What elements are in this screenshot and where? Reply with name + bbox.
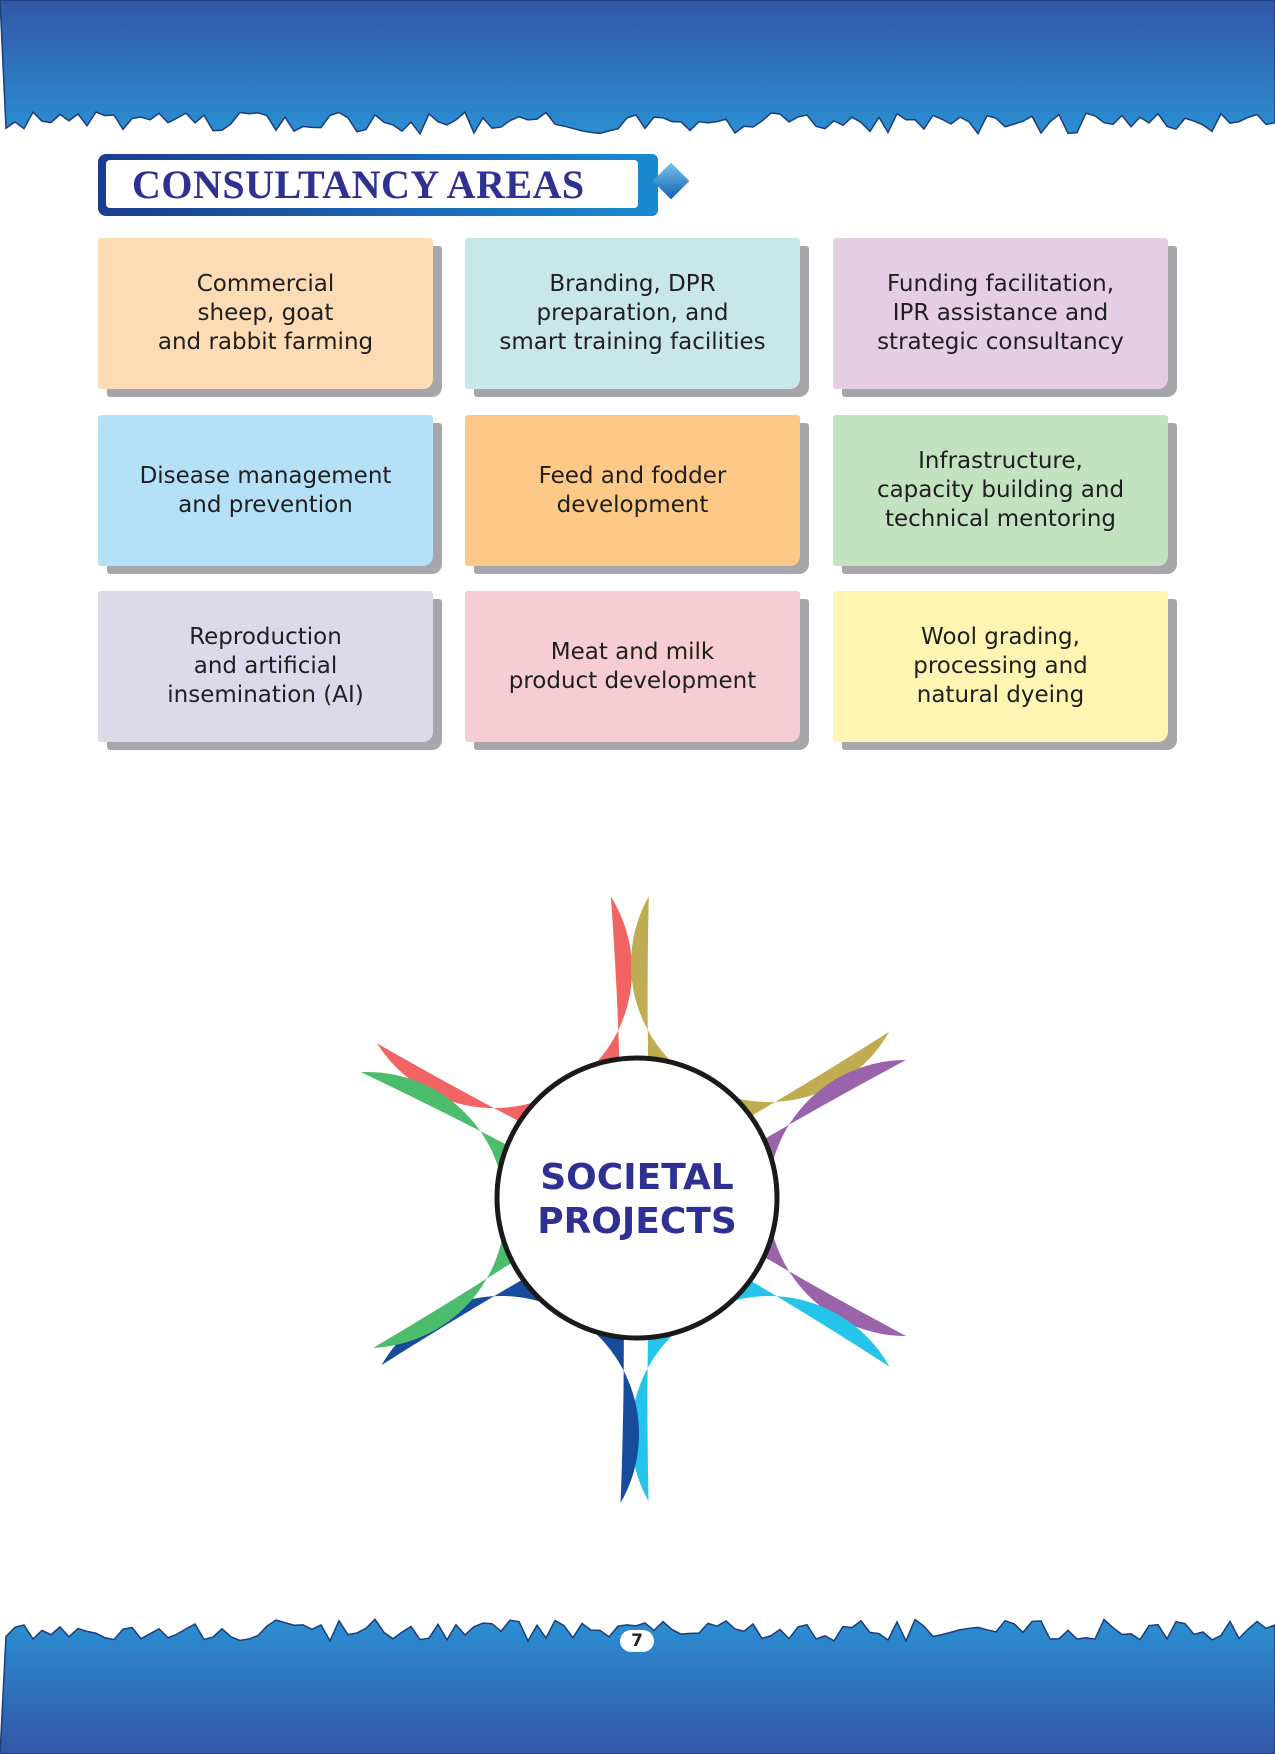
ragged-edge	[0, 1618, 1275, 1754]
consultancy-card: Branding, DPR preparation, and smart tra…	[465, 238, 800, 389]
consultancy-card: Infrastructure, capacity building and te…	[833, 415, 1168, 566]
petal-label: Scheduled Caste Sub Plan (SCSP/DAPSC)	[830, 1155, 994, 1268]
consultancy-card: Feed and fodder development	[465, 415, 800, 566]
bottom-banner	[0, 1618, 1275, 1754]
petal-label: Farmer First Project (FFP)	[729, 878, 811, 991]
consultancy-card: Wool grading, processing and natural dye…	[833, 591, 1168, 742]
consultancy-card: Reproduction and artificial insemination…	[98, 591, 433, 742]
consultancy-card: Commercial sheep, goat and rabbit farmin…	[98, 238, 433, 389]
section-title-box: CONSULTANCY AREAS	[98, 154, 658, 216]
ragged-edge	[0, 0, 1275, 136]
page-number: 7	[620, 1630, 654, 1652]
consultancy-card: Funding facilitation, IPR assistance and…	[833, 238, 1168, 389]
societal-projects-title: SOCIETAL PROJECTS	[537, 1157, 737, 1242]
consultancy-card: Meat and milk product development	[465, 591, 800, 742]
petal-label: Agri-Business Incubation Centre (ABIC)	[426, 1373, 582, 1486]
petal-label: All India Coordinated Research Project o…	[404, 869, 588, 1040]
center-circle	[494, 1055, 780, 1341]
petal-label: Tribal Sub Plan (TSP)	[712, 1394, 814, 1479]
petal-label: Network Project on Sheep Improvement (NW…	[280, 1133, 436, 1276]
section-title: CONSULTANCY AREAS	[106, 160, 638, 208]
top-banner	[0, 0, 1275, 136]
consultancy-card: Disease management and prevention	[98, 415, 433, 566]
